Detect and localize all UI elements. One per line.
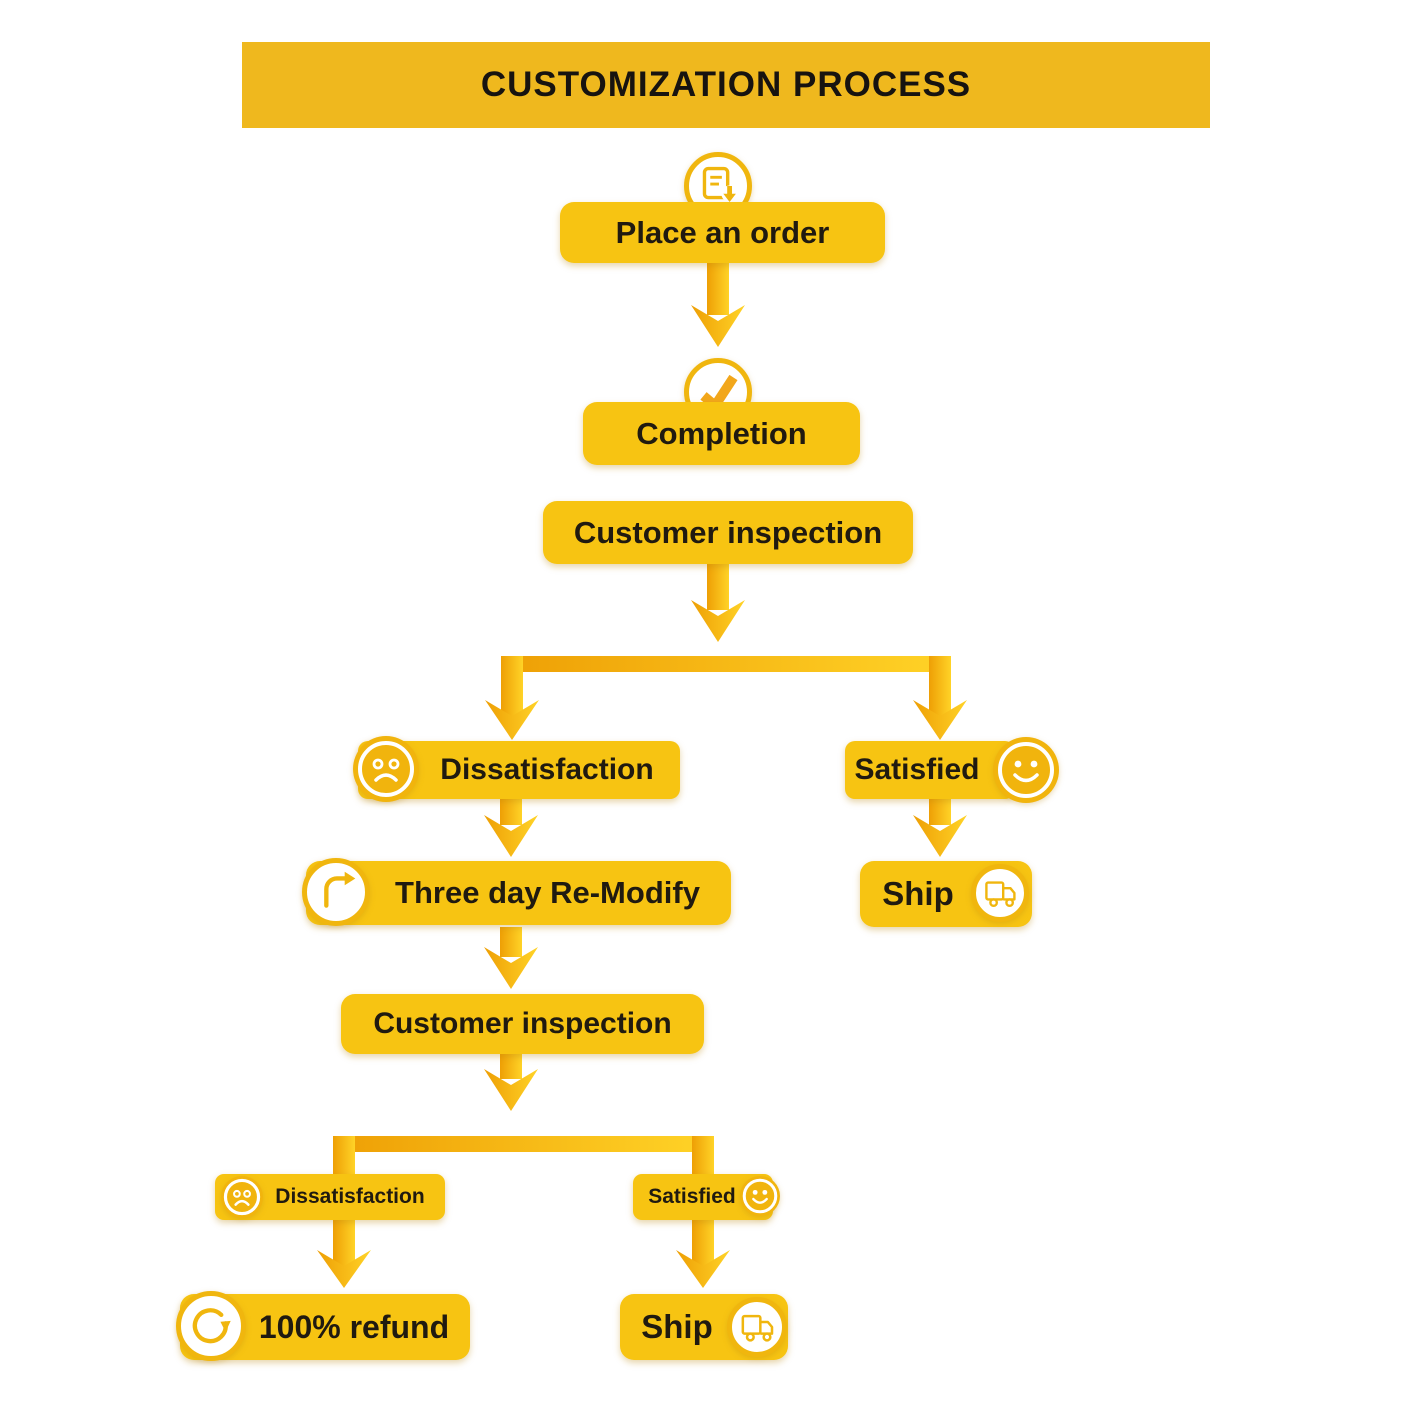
node-label: Customer inspection [573, 514, 883, 550]
node-label: Ship [641, 1308, 713, 1345]
node-satisfied-1: Satisfied [845, 741, 1015, 799]
delivery-truck-icon [971, 864, 1029, 922]
node-completion: Completion [583, 402, 860, 465]
node-label: Dissatisfaction [440, 753, 654, 786]
sad-face-icon [221, 1176, 263, 1218]
node-label: Three day Re-Modify [395, 875, 700, 910]
node-label: Customer inspection [373, 1007, 672, 1040]
arrow-down-connector [476, 799, 546, 859]
arrow-down-connector [905, 799, 975, 859]
title-banner: CUSTOMIZATION PROCESS [242, 42, 1210, 128]
arrow-down-connector [683, 263, 753, 349]
node-three-day-remodify: Three day Re-Modify [306, 861, 731, 925]
node-label: Ship [882, 875, 954, 912]
node-customer-inspection-1: Customer inspection [543, 501, 913, 564]
node-label: Dissatisfaction [275, 1185, 425, 1208]
sad-face-icon [353, 736, 419, 802]
circular-refund-icon [176, 1291, 246, 1361]
smiley-face-icon [740, 1176, 780, 1216]
smiley-face-icon [993, 737, 1059, 803]
node-label: Satisfied [648, 1185, 736, 1208]
node-label: Completion [636, 415, 807, 451]
branch-split-connector [460, 656, 990, 742]
node-place-an-order: Place an order [560, 202, 885, 263]
node-label: Place an order [615, 214, 830, 250]
node-label: 100% refund [258, 1308, 450, 1345]
node-label: Satisfied [854, 753, 980, 786]
arrow-down-connector [683, 564, 753, 644]
arrow-down-connector [476, 927, 546, 991]
redo-arrow-icon [302, 858, 370, 926]
delivery-truck-icon [727, 1297, 787, 1357]
arrow-down-connector [476, 1053, 546, 1113]
node-customer-inspection-2: Customer inspection [341, 994, 704, 1054]
page-title: CUSTOMIZATION PROCESS [480, 65, 972, 104]
